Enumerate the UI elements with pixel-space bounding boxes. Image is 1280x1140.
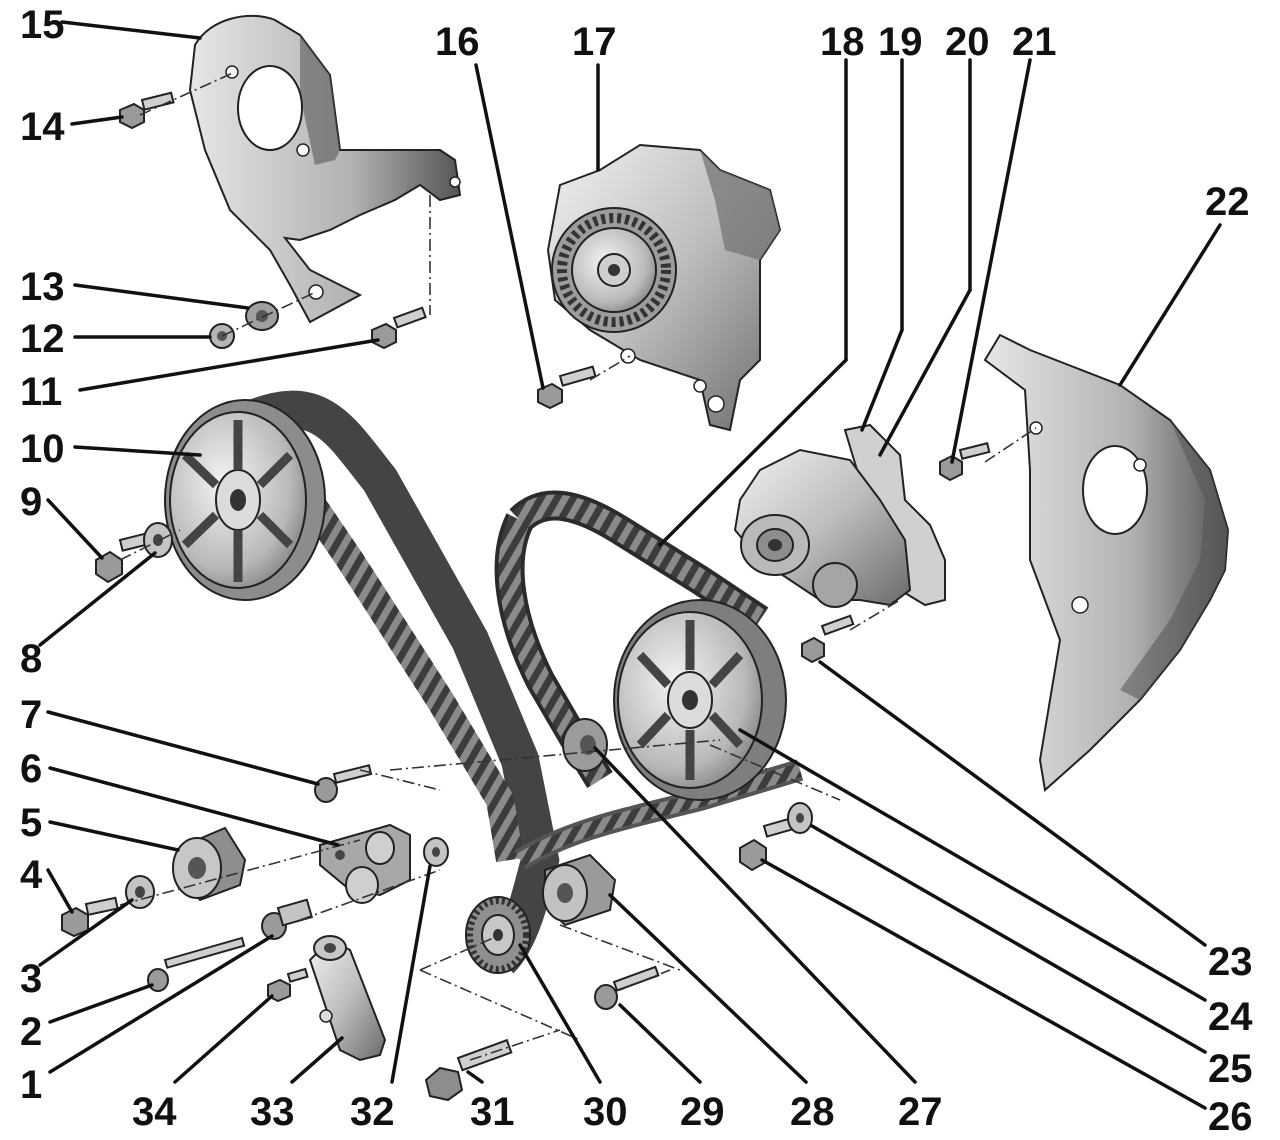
callout-31: 31 xyxy=(470,1090,515,1134)
callout-34: 34 xyxy=(132,1090,177,1134)
idler-roller-lower xyxy=(542,853,617,927)
callout-4: 4 xyxy=(20,853,43,897)
callout-33: 33 xyxy=(250,1090,295,1134)
bolt-34 xyxy=(267,967,309,1003)
callout-13: 13 xyxy=(20,265,65,309)
washer-32 xyxy=(423,837,449,867)
callout-19: 19 xyxy=(878,20,923,64)
crankshaft-bolt xyxy=(424,1038,513,1102)
idler-roller-upper xyxy=(562,718,608,772)
callout-7: 7 xyxy=(20,693,42,737)
sleeve-1 xyxy=(261,898,314,940)
bolt-23 xyxy=(801,614,855,664)
callout-10: 10 xyxy=(20,427,65,471)
upper-timing-cover xyxy=(188,14,462,324)
callout-25: 25 xyxy=(1208,1047,1253,1091)
callout-22: 22 xyxy=(1205,180,1250,224)
callout-30: 30 xyxy=(583,1090,628,1134)
camshaft-pulley xyxy=(164,399,326,601)
washer-8 xyxy=(143,522,173,558)
callout-11: 11 xyxy=(20,370,62,414)
callout-9: 9 xyxy=(20,480,42,524)
leader-lines xyxy=(38,20,1222,1110)
callout-20: 20 xyxy=(945,20,990,64)
bolt-21 xyxy=(939,442,991,482)
bolt-16 xyxy=(537,365,597,410)
callout-1: 1 xyxy=(20,1063,42,1107)
callout-6: 6 xyxy=(20,747,42,791)
callout-27: 27 xyxy=(898,1090,943,1134)
callout-2: 2 xyxy=(20,1010,42,1054)
timing-belt-rear-loop xyxy=(494,490,769,788)
callout-21: 21 xyxy=(1012,20,1057,64)
bolt-14 xyxy=(119,91,175,130)
washer-25 xyxy=(787,802,813,834)
callout-23: 23 xyxy=(1208,940,1253,984)
callout-24: 24 xyxy=(1208,995,1253,1039)
bolt-29 xyxy=(594,965,660,1010)
injection-pump-pulley xyxy=(613,599,787,801)
callout-29: 29 xyxy=(680,1090,725,1134)
tensioner-roller xyxy=(172,826,247,902)
callout-17: 17 xyxy=(572,20,617,64)
callout-3: 3 xyxy=(20,957,42,1001)
callout-numbers: 15 14 13 12 11 10 9 8 7 6 5 4 3 2 1 16 1… xyxy=(20,3,1253,1139)
callout-5: 5 xyxy=(20,801,42,845)
callout-12: 12 xyxy=(20,317,65,361)
callout-15: 15 xyxy=(20,3,65,47)
callout-32: 32 xyxy=(350,1090,395,1134)
callout-18: 18 xyxy=(820,20,865,64)
tensioner-bracket xyxy=(319,823,411,904)
bolt-11 xyxy=(371,306,427,350)
tensioner-arm xyxy=(308,935,387,1062)
callout-14: 14 xyxy=(20,105,65,149)
crankshaft-sprocket xyxy=(465,896,531,974)
callout-8: 8 xyxy=(20,637,42,681)
injection-pump xyxy=(546,143,782,432)
front-timing-cover xyxy=(983,333,1230,792)
callout-28: 28 xyxy=(790,1090,835,1134)
callout-16: 16 xyxy=(435,20,480,64)
water-pump xyxy=(733,448,912,608)
callout-26: 26 xyxy=(1208,1095,1253,1139)
sleeve-13 xyxy=(245,301,279,331)
assembly-axes xyxy=(119,71,1037,1061)
